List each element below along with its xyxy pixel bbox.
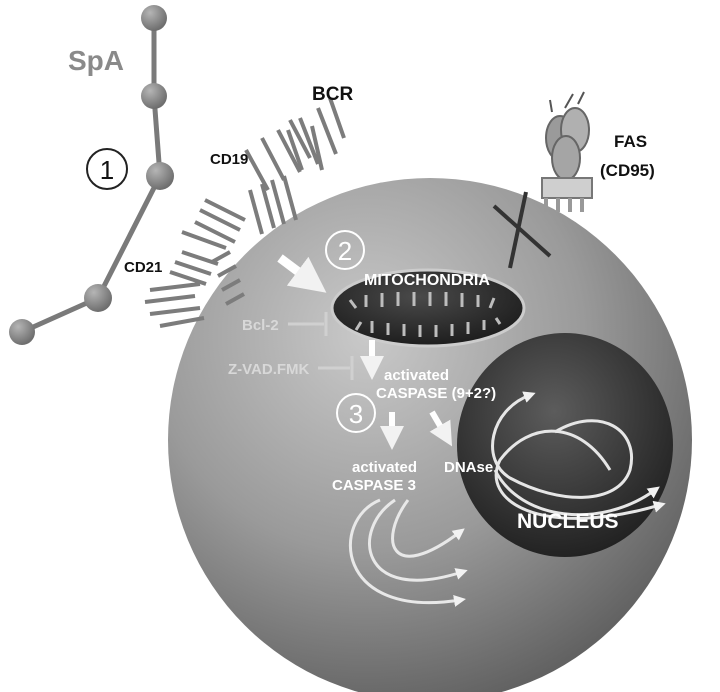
b-cell-receptors [144, 97, 346, 328]
activated-caspase9-label-1: activated [384, 367, 449, 384]
bcr-label: BCR [312, 84, 353, 105]
cd21-label: CD21 [124, 259, 162, 276]
mitochondria-cristae [348, 292, 502, 337]
svg-text:1: 1 [100, 155, 114, 185]
cd19-label: CD19 [210, 151, 248, 168]
activated-caspase3-label-2: CASPASE 3 [332, 477, 416, 494]
activated-caspase9-label-2: CASPASE (9+2?) [376, 385, 496, 402]
nucleus-dna-arrows [491, 391, 666, 520]
arrow-to-dnase [429, 410, 453, 447]
nucleus-label: NUCLEUS [517, 510, 619, 533]
activated-caspase3-label-1: activated [352, 459, 417, 476]
spa-beads [9, 5, 174, 345]
cd95-label: (CD95) [600, 161, 655, 180]
mitochondria-label: MITOCHONDRIA [364, 272, 490, 289]
signal-arrow-to-mitochondria [277, 254, 327, 293]
mitochondria [330, 268, 526, 348]
zvad-label: Z-VAD.FMK [228, 361, 310, 378]
svg-text:3: 3 [349, 399, 363, 429]
dnase-label: DNAse [444, 459, 493, 476]
fas-receptor [541, 91, 593, 212]
bcl2-inhibition [288, 312, 328, 336]
zvad-inhibition [318, 356, 354, 380]
bcl2-label: Bcl-2 [242, 317, 279, 334]
svg-text:2: 2 [338, 236, 352, 266]
fas-blocked-cross [492, 191, 552, 269]
step-3-marker: 3 [336, 393, 376, 433]
step-2-marker: 2 [325, 230, 365, 270]
step-1-marker: 1 [86, 148, 128, 190]
spa-label: SpA [68, 45, 124, 76]
fas-label: FAS [614, 132, 647, 151]
caspase3-activity-arrows [348, 498, 468, 607]
